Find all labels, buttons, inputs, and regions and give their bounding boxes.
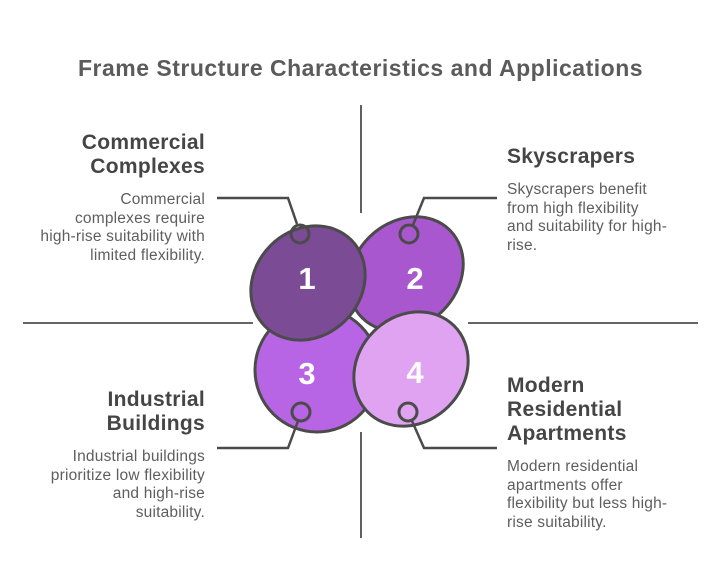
connector-ring-1 [289, 223, 311, 245]
section-description: Skyscrapers benefit from high flexibilit… [507, 181, 668, 254]
connector-line-4 [410, 420, 497, 450]
circle-4-number: 4 [406, 355, 424, 390]
section-heading: Modern Residential Apartments [507, 374, 627, 445]
circle-2-number: 2 [406, 261, 423, 296]
circle-1-number: 1 [298, 261, 315, 296]
connector-ring-4 [397, 401, 419, 423]
section-description: Commercial complexes require high-rise s… [40, 191, 205, 264]
connector-ring-2 [398, 223, 420, 245]
section-description: Modern residential apartments offer flex… [507, 458, 668, 531]
circle-1 [249, 224, 367, 342]
circle-4 [352, 310, 470, 428]
section-modern-residential-apartments: Modern Residential Apartments Modern res… [507, 374, 717, 532]
connector-line-2 [411, 196, 497, 226]
page-title: Frame Structure Characteristics and Appl… [77, 55, 644, 81]
connector-line-1 [217, 196, 299, 225]
section-industrial-buildings: Industrial Buildings Industrial building… [0, 388, 205, 522]
section-skyscrapers: Skyscrapers Skyscrapers benefit from hig… [507, 145, 717, 255]
circle-3-number: 3 [298, 356, 315, 391]
circle-2 [347, 215, 465, 333]
section-heading: Industrial Buildings [106, 388, 205, 435]
section-heading: Skyscrapers [507, 145, 636, 168]
connector-ring-3 [290, 401, 312, 423]
section-description: Industrial buildings prioritize low flex… [50, 448, 205, 521]
connector-line-3 [217, 420, 300, 450]
section-commercial-complexes: Commercial Complexes Commercial complexe… [0, 131, 205, 265]
section-heading: Commercial Complexes [81, 131, 205, 178]
